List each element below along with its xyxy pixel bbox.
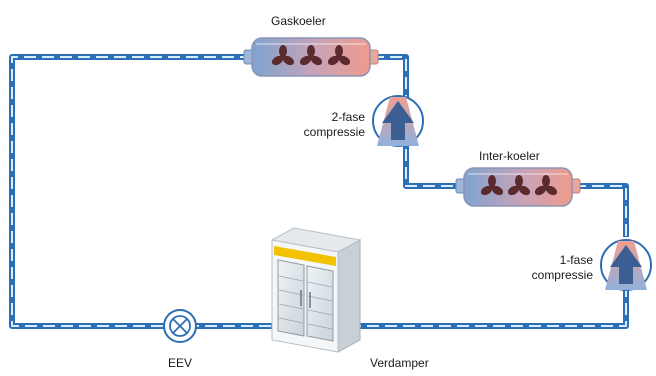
gas-cooler-icon bbox=[243, 37, 379, 77]
gas-cooler-label: Gaskoeler bbox=[271, 14, 326, 28]
inter-cooler-icon bbox=[455, 167, 581, 207]
compressor-1-label-line1: 1-fase bbox=[559, 253, 593, 267]
display-fridge-icon bbox=[270, 227, 362, 353]
compressor-1-label-line2: compressie bbox=[531, 268, 593, 282]
evaporator-label: Verdamper bbox=[370, 356, 429, 370]
compressor-1-icon bbox=[600, 239, 652, 291]
expansion-valve-icon bbox=[163, 309, 197, 343]
compressor-2-icon bbox=[372, 95, 424, 147]
eev-label: EEV bbox=[168, 356, 193, 370]
inter-cooler-label: Inter-koeler bbox=[479, 149, 540, 163]
compressor-2-label-line1: 2-fase bbox=[331, 110, 365, 124]
compressor-2-label-line2: compressie bbox=[303, 125, 365, 139]
